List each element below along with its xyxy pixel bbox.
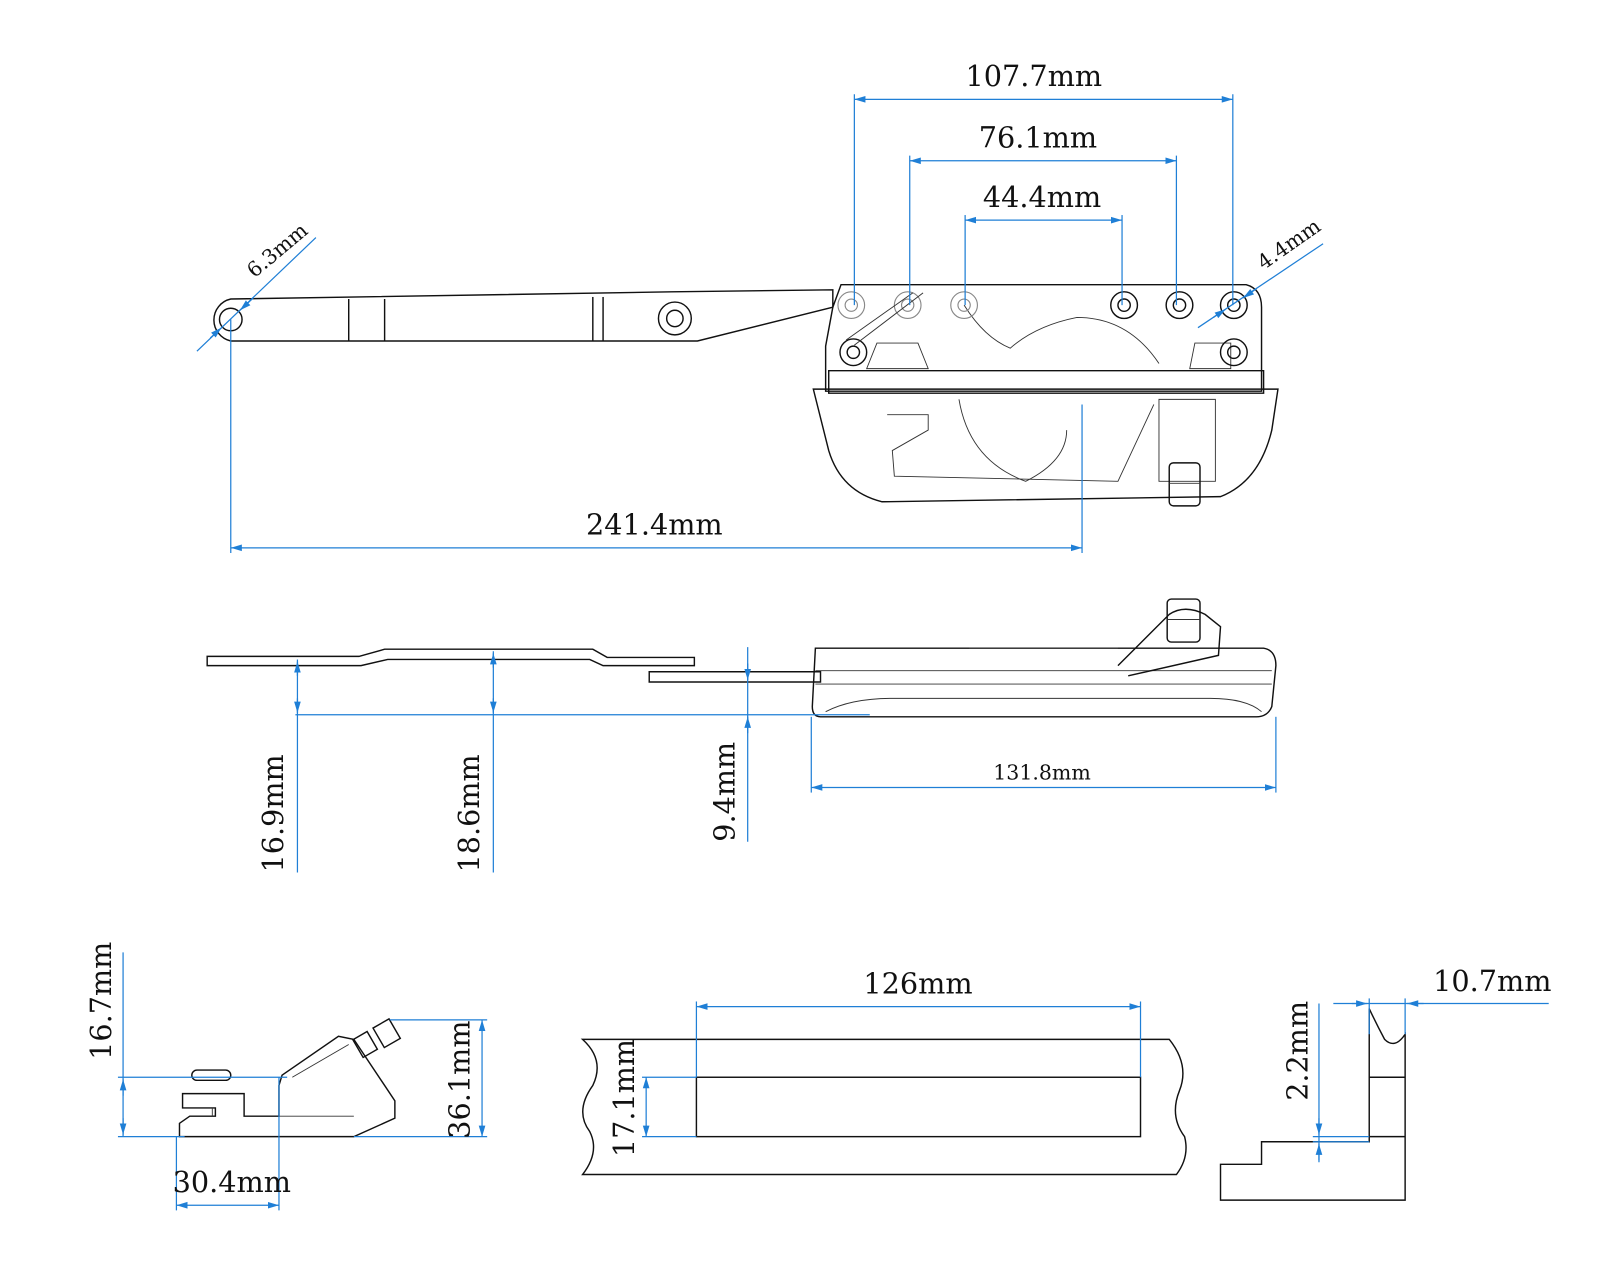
dim-10-7: 10.7mm (1433, 964, 1551, 998)
top-view-dimensions: 107.7mm 76.1mm 44.4mm 6.3mm 4.4mm 241.4m… (196, 59, 1325, 553)
slot-cutout (695, 1076, 1142, 1138)
dim-107-7: 107.7mm (966, 59, 1103, 93)
dim-18-6: 18.6mm (452, 754, 486, 872)
profile-view (1219, 1008, 1406, 1201)
operator-arm (213, 289, 834, 342)
dim-17-1: 17.1mm (607, 1039, 641, 1157)
dim-36-1: 36.1mm (443, 1021, 477, 1139)
dim-2-2: 2.2mm (1281, 1001, 1315, 1101)
mounting-holes (837, 291, 1248, 367)
dim-241-4: 241.4mm (586, 508, 723, 542)
top-view-operator (213, 283, 1279, 507)
end-view-dimensions: 16.7mm 36.1mm 30.4mm (84, 942, 488, 1211)
dim-9-4: 9.4mm (707, 742, 741, 842)
dim-76-1: 76.1mm (979, 120, 1097, 154)
dim-4-4: 4.4mm (1253, 214, 1325, 275)
cutout-dimensions: 126mm 17.1mm (607, 966, 1142, 1157)
end-view-operator (178, 1017, 402, 1138)
dim-131-8: 131.8mm (993, 760, 1091, 784)
side-view-operator (206, 598, 1277, 718)
side-view-dimensions: 16.9mm 18.6mm 9.4mm 131.8mm (256, 647, 1277, 873)
dim-126: 126mm (863, 966, 972, 1000)
dim-16-9: 16.9mm (256, 754, 290, 872)
profile-dimensions: 10.7mm 2.2mm (1281, 964, 1551, 1163)
dim-44-4: 44.4mm (983, 180, 1101, 214)
dim-30-4: 30.4mm (173, 1165, 291, 1199)
cutout-view (580, 1038, 1187, 1176)
dim-16-7: 16.7mm (84, 942, 118, 1060)
operator-body (812, 283, 1279, 507)
